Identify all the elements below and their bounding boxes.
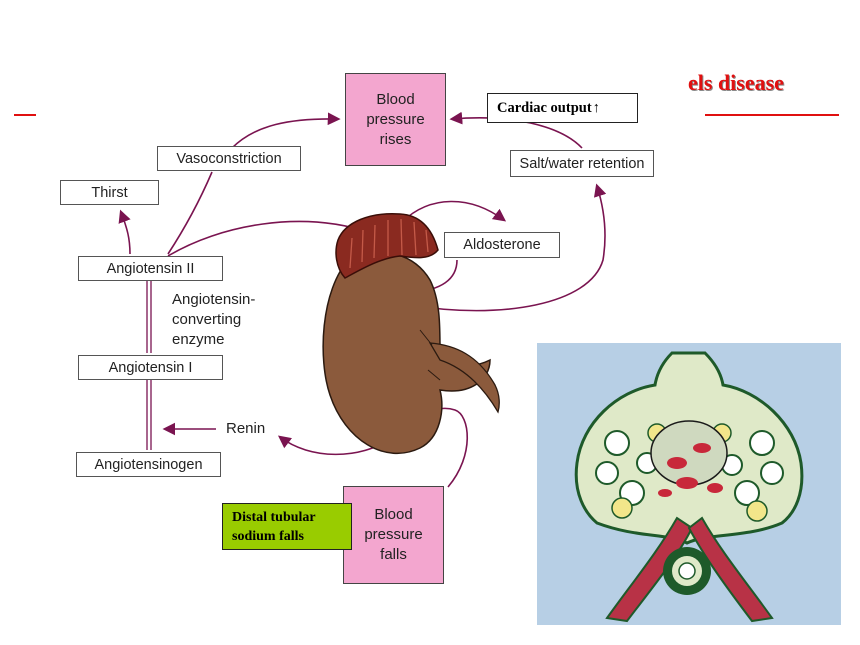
bp-falls-line-3: falls bbox=[380, 546, 407, 563]
juxtaglomerular-illustration bbox=[537, 343, 841, 625]
cardiac-output-box: Cardiac output ↑ bbox=[487, 93, 638, 123]
arrow-salt-to-bp-rises bbox=[449, 111, 583, 149]
bp-falls-line-2: pressure bbox=[364, 526, 423, 543]
bp-falls-line-1: Blood bbox=[374, 506, 413, 523]
bp-rises-line-3: rises bbox=[379, 130, 412, 148]
arrow-angiotensin-to-adrenal bbox=[167, 220, 371, 257]
kidney-illustration bbox=[322, 251, 500, 454]
blood-pressure-rises-box: Blood pressure rises bbox=[345, 73, 446, 166]
title-rule-right bbox=[705, 114, 839, 116]
arrow-up-icon: ↑ bbox=[592, 99, 600, 116]
distal-line-2: sodium falls bbox=[232, 528, 304, 544]
distal-tubular-sodium-falls-box: Distal tubular sodium falls bbox=[222, 503, 352, 550]
ace-line-3: enzyme bbox=[172, 331, 225, 348]
aldosterone-box: Aldosterone bbox=[444, 232, 560, 258]
title-rule-left bbox=[14, 114, 36, 116]
arrow-angiotensin-to-thirst bbox=[118, 209, 131, 255]
arrow-kidney-to-salt bbox=[409, 183, 607, 312]
bp-rises-line-2: pressure bbox=[366, 110, 425, 128]
ace-line-1: Angiotensin- bbox=[172, 291, 256, 308]
distal-line-1: Distal tubular bbox=[232, 509, 316, 525]
arrow-adrenal-to-aldosterone bbox=[401, 200, 507, 223]
ace-line-2: converting bbox=[172, 311, 242, 328]
slide-title-fragment: els disease bbox=[688, 70, 784, 95]
cardiac-output-label: Cardiac output bbox=[497, 99, 592, 116]
renin-label: Renin bbox=[226, 420, 266, 437]
salt-water-retention-box: Salt/water retention bbox=[510, 150, 654, 177]
angiotensinogen-box: Angiotensinogen bbox=[76, 452, 221, 477]
angiotensin-ii-box: Angiotensin II bbox=[78, 256, 223, 281]
arrow-angiotensin-to-vasoconstriction bbox=[167, 171, 213, 255]
bp-rises-line-1: Blood bbox=[376, 90, 415, 108]
arrow-vasoconstriction-to-bp-rises bbox=[231, 112, 341, 149]
vasoconstriction-box: Vasoconstriction bbox=[157, 146, 301, 171]
thirst-box: Thirst bbox=[60, 180, 159, 205]
adrenal-gland-illustration bbox=[335, 213, 439, 279]
angiotensin-i-box: Angiotensin I bbox=[78, 355, 223, 380]
ace-label: Angiotensin- converting enzyme bbox=[172, 290, 255, 350]
blood-pressure-falls-box: Blood pressure falls bbox=[343, 486, 444, 584]
